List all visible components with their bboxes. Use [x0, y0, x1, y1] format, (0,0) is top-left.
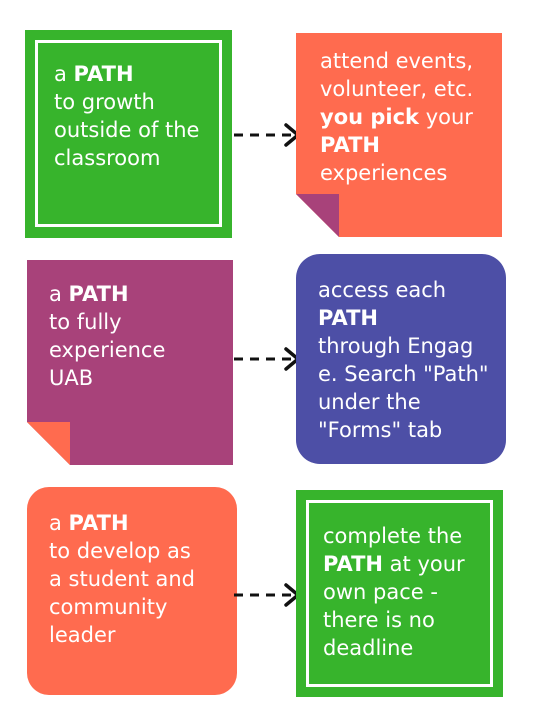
text-line: to develop as — [49, 539, 191, 563]
access-engage-text: access each PATH through Engag e. Search… — [318, 276, 489, 444]
access-engage-card: access each PATH through Engag e. Search… — [296, 254, 506, 464]
text-line: e. Search "Path" — [318, 362, 489, 386]
path-keyword: PATH — [73, 62, 134, 86]
path-keyword: PATH — [68, 282, 129, 306]
folded-corner-note — [27, 260, 233, 465]
student-leader-card: a PATH to develop as a student and commu… — [27, 487, 237, 695]
text-line: community — [49, 595, 168, 619]
card-inner-border — [306, 500, 493, 687]
path-keyword: PATH — [68, 511, 129, 535]
text-line: UAB — [49, 366, 94, 390]
growth-path-card: a PATH to growth outside of the classroo… — [25, 30, 232, 238]
text-line: deadline — [323, 636, 414, 660]
text-line: outside of the — [54, 118, 200, 142]
dashed-arrow-icon — [234, 583, 300, 607]
text-a: a — [49, 511, 69, 535]
text-line: through Engag — [318, 334, 474, 358]
text-line: attend events, — [320, 49, 473, 73]
text-a: a — [49, 282, 69, 306]
text-line: to fully — [49, 310, 122, 334]
experience-uab-card: a PATH to fully experience UAB — [27, 260, 233, 465]
dashed-arrow-icon — [234, 347, 300, 371]
you-pick-keyword: you pick — [320, 105, 420, 129]
text-line: access each — [318, 278, 447, 302]
folded-corner-note — [296, 33, 502, 237]
own-pace-card: complete the PATH at your own pace - the… — [296, 490, 503, 697]
text-line: experiences — [320, 161, 448, 185]
path-keyword: PATH — [318, 306, 378, 330]
pick-experiences-card: attend events, volunteer, etc. you pick … — [296, 33, 502, 237]
text-a: a — [54, 62, 74, 86]
experience-uab-text: a PATH to fully experience UAB — [49, 280, 165, 392]
dashed-arrow-icon — [234, 123, 300, 147]
text-line: experience — [49, 338, 166, 362]
own-pace-text: complete the PATH at your own pace - the… — [323, 522, 465, 662]
student-leader-text: a PATH to develop as a student and commu… — [49, 509, 195, 649]
pick-experiences-text: attend events, volunteer, etc. you pick … — [320, 47, 473, 187]
text-your: your — [419, 105, 473, 129]
text-line: own pace - — [323, 580, 438, 604]
text-line: there is no — [323, 608, 435, 632]
text-line: "Forms" tab — [318, 418, 443, 442]
path-keyword: PATH — [323, 552, 383, 576]
text-at-your: at your — [383, 552, 465, 576]
text-line: volunteer, etc. — [320, 77, 474, 101]
growth-path-text: a PATH to growth outside of the classroo… — [54, 60, 199, 172]
text-line: to growth — [54, 90, 155, 114]
text-line: complete the — [323, 524, 463, 548]
path-keyword: PATH — [320, 133, 380, 157]
text-line: leader — [49, 623, 116, 647]
text-line: classroom — [54, 146, 161, 170]
text-line: a student and — [49, 567, 196, 591]
text-line: under the — [318, 390, 421, 414]
card-inner-border — [35, 40, 222, 227]
